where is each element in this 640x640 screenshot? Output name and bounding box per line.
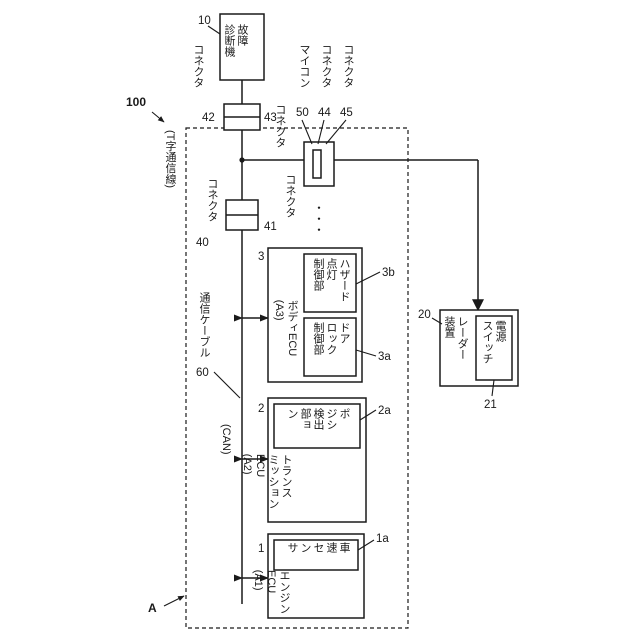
connector-41-label: コネクタ	[284, 174, 296, 218]
figure-label-arrow	[164, 596, 184, 606]
cable-label: 通信ケーブル	[198, 292, 211, 358]
tester-connector-label: コネクタ	[192, 44, 204, 88]
engine-sub-a-ref: 1a	[376, 533, 389, 545]
microcomputer-chip	[313, 150, 321, 178]
cable-ref: 60	[196, 367, 209, 379]
leader-50	[302, 120, 312, 144]
leader-45	[326, 120, 346, 144]
connector-45-label: コネクタ	[342, 44, 354, 88]
connector-41-ref: 41	[264, 221, 277, 233]
can-label: (CAN)	[220, 424, 232, 455]
radar-ref: 20	[418, 309, 431, 321]
trans-sub-a-ref: 2a	[378, 405, 391, 417]
connector-40-label: コネクタ	[206, 178, 218, 222]
tester-ref: 10	[198, 15, 211, 27]
body-sub-b-ref: 3b	[382, 267, 395, 279]
system-ref-arrow	[152, 112, 164, 122]
tester-leader	[208, 26, 220, 34]
trans-ecu-ref: 2	[258, 403, 264, 415]
connector-44-label: コネクタ	[320, 44, 332, 88]
figure-label: A	[148, 601, 157, 615]
speed-sensor-label: 車速センサ	[286, 541, 351, 554]
connector-40-ref: 40	[196, 237, 209, 249]
connector-42-ref: 42	[202, 112, 215, 124]
ellipsis: ・・・	[312, 202, 324, 235]
body-ecu-ref: 3	[258, 251, 264, 263]
connector-43-label: コネクタ	[274, 104, 286, 148]
connector-44-ref: 44	[318, 107, 331, 119]
system-ref: 100	[126, 95, 146, 109]
leader-44	[318, 120, 324, 144]
cable-leader	[214, 372, 240, 398]
microcomputer-label: マイコン	[298, 44, 310, 88]
power-switch-ref: 21	[484, 399, 497, 411]
body-sub-a-ref: 3a	[378, 351, 391, 363]
microcomputer-ref: 50	[296, 107, 309, 119]
connector-45-ref: 45	[340, 107, 353, 119]
engine-ecu-ref: 1	[258, 543, 264, 555]
t-line-label: (T字通信線)	[164, 130, 177, 188]
